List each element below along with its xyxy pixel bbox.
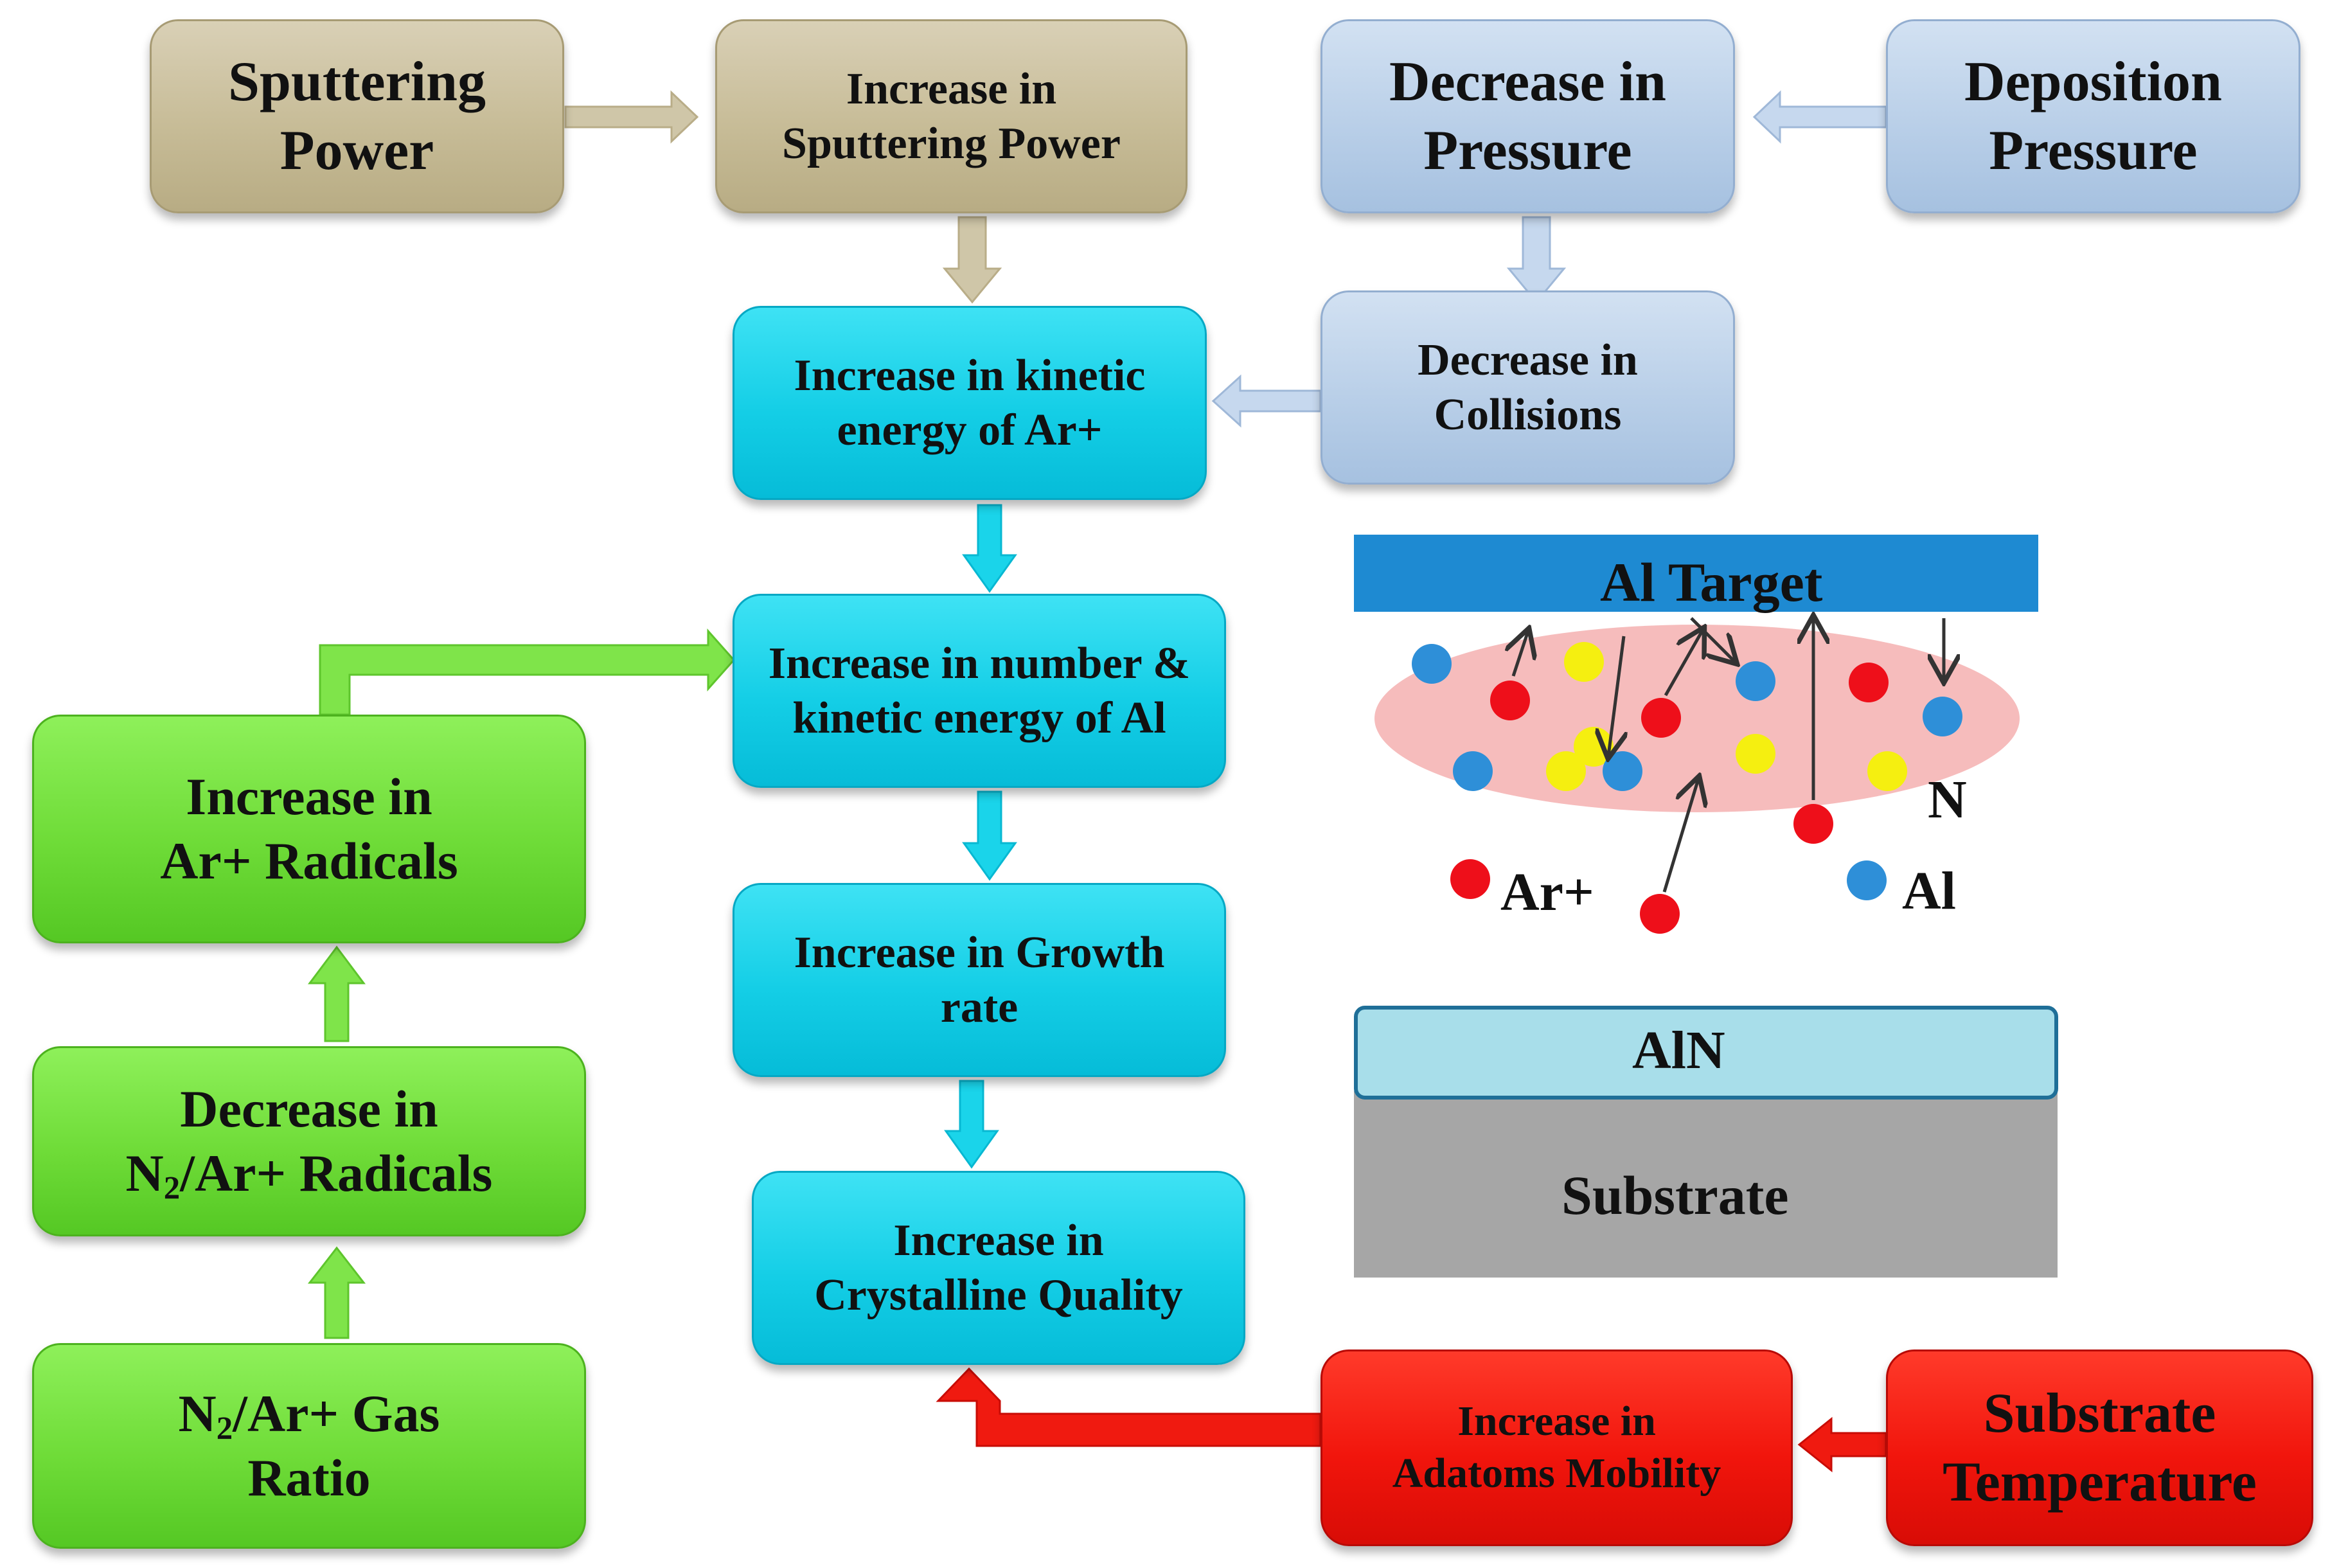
legend-ar-label: Ar+ bbox=[1500, 862, 1594, 922]
deposition-pressure-box: Deposition Pressure bbox=[1886, 19, 2300, 213]
decrease-n2-ar-rest: /Ar+ Radicals bbox=[180, 1144, 493, 1202]
decrease-collisions-line2: Collisions bbox=[1434, 390, 1622, 440]
legend-al-label: Al bbox=[1902, 861, 1956, 921]
trajectory-arrow bbox=[1690, 617, 1735, 662]
n-particle bbox=[1564, 642, 1604, 682]
n-particle bbox=[1867, 751, 1907, 791]
decrease-n2-ar-sub: 2 bbox=[163, 1170, 181, 1206]
substrate-label: Substrate bbox=[1561, 1164, 1789, 1226]
increase-growth-rate-line2: rate bbox=[940, 983, 1018, 1032]
arrow-deposition-to-pressure bbox=[1752, 90, 1887, 144]
arrow-sputtering-to-increase bbox=[564, 90, 699, 144]
ar-particle bbox=[1849, 663, 1889, 702]
n2-ar-gas-ratio-box: N2/Ar+ Gas Ratio bbox=[32, 1343, 586, 1549]
increase-growth-rate-line1: Increase in Growth bbox=[794, 927, 1165, 977]
n2-ar-gas-ratio-sub: 2 bbox=[216, 1410, 233, 1447]
n-label: N bbox=[1928, 770, 1967, 830]
decrease-pressure-line1: Decrease in bbox=[1389, 50, 1666, 113]
aln-label: AlN bbox=[1632, 1020, 1725, 1080]
decrease-collisions-box: Decrease in Collisions bbox=[1321, 290, 1735, 485]
arrow-number-to-growth bbox=[962, 790, 1017, 881]
arrow-adatoms-to-crystalline bbox=[936, 1367, 1322, 1447]
decrease-n2-ar-line2: N2/Ar+ Radicals bbox=[126, 1141, 493, 1206]
n2-ar-gas-ratio-n: N bbox=[178, 1384, 217, 1443]
increase-ar-radicals-line1: Increase in bbox=[186, 767, 432, 826]
ar-particle bbox=[1793, 804, 1833, 844]
decrease-pressure-box: Decrease in Pressure bbox=[1321, 19, 1735, 213]
n2-ar-gas-ratio-line2: Ratio bbox=[247, 1448, 371, 1507]
increase-number-al-box: Increase in number & kinetic energy of A… bbox=[733, 594, 1226, 788]
substrate-temperature-box: Substrate Temperature bbox=[1886, 1350, 2313, 1546]
trajectory-arrow bbox=[1662, 779, 1698, 893]
arrow-temperature-to-adatoms bbox=[1797, 1416, 1887, 1473]
decrease-pressure-line2: Pressure bbox=[1423, 120, 1632, 182]
increase-crystalline-line2: Crystalline Quality bbox=[814, 1270, 1183, 1320]
trajectory-arrow bbox=[1513, 631, 1528, 677]
ar-particle bbox=[1641, 698, 1681, 738]
trajectory-arrow bbox=[1608, 636, 1624, 756]
decrease-n2-ar-line1: Decrease in bbox=[180, 1079, 438, 1138]
decrease-collisions-line1: Decrease in bbox=[1418, 335, 1638, 385]
deposition-pressure-line2: Pressure bbox=[1989, 120, 2198, 182]
arrow-radicals-to-number bbox=[319, 628, 736, 716]
increase-kinetic-ar-line1: Increase in kinetic bbox=[794, 350, 1146, 400]
n-particle bbox=[1546, 751, 1586, 791]
legend-ar-dot bbox=[1450, 859, 1490, 899]
substrate-temperature-line2: Temperature bbox=[1943, 1451, 2257, 1513]
arrow-kinetic-to-number bbox=[962, 504, 1017, 593]
increase-growth-rate-box: Increase in Growth rate bbox=[733, 883, 1226, 1077]
increase-adatoms-box: Increase in Adatoms Mobility bbox=[1321, 1350, 1793, 1546]
al-particle bbox=[1603, 751, 1642, 791]
increase-crystalline-line1: Increase in bbox=[893, 1215, 1104, 1265]
al-particle bbox=[1736, 661, 1775, 701]
substrate-block bbox=[1354, 1091, 2058, 1278]
increase-sputtering-power-line2: Sputtering Power bbox=[782, 119, 1121, 168]
arrow-n2ar-to-radicals bbox=[308, 945, 366, 1042]
increase-kinetic-ar-box: Increase in kinetic energy of Ar+ bbox=[733, 306, 1207, 500]
increase-adatoms-line1: Increase in bbox=[1457, 1398, 1656, 1445]
al-particle bbox=[1453, 751, 1493, 791]
arrow-pressure-down bbox=[1506, 216, 1567, 304]
ar-particle bbox=[1490, 681, 1530, 720]
increase-crystalline-box: Increase in Crystalline Quality bbox=[752, 1171, 1245, 1365]
substrate-temperature-line1: Substrate bbox=[1983, 1382, 2216, 1445]
aln-layer bbox=[1354, 1006, 2058, 1100]
n-particle bbox=[1736, 734, 1775, 774]
increase-sputtering-power-box: Increase in Sputtering Power bbox=[715, 19, 1187, 213]
ar-particle bbox=[1640, 894, 1680, 934]
increase-number-al-line1: Increase in number & bbox=[768, 638, 1191, 688]
sputtering-power-line2: Power bbox=[280, 120, 434, 182]
al-particle bbox=[1923, 697, 1962, 736]
decrease-n2-ar-box: Decrease in N2/Ar+ Radicals bbox=[32, 1046, 586, 1236]
arrow-sputtering-down bbox=[942, 216, 1002, 304]
increase-adatoms-line2: Adatoms Mobility bbox=[1392, 1450, 1721, 1497]
sputtering-power-box: Sputtering Power bbox=[150, 19, 564, 213]
decrease-n2-ar-n: N bbox=[125, 1144, 164, 1202]
arrow-collisions-to-kinetic bbox=[1211, 374, 1322, 428]
legend-al-dot bbox=[1847, 860, 1887, 900]
increase-number-al-line2: kinetic energy of Al bbox=[792, 693, 1166, 743]
al-target-plate bbox=[1354, 535, 2038, 612]
increase-kinetic-ar-line2: energy of Ar+ bbox=[837, 405, 1103, 455]
al-target-label: Al Target bbox=[1600, 551, 1823, 613]
arrow-gasratio-to-n2ar bbox=[307, 1246, 366, 1339]
deposition-pressure-line1: Deposition bbox=[1964, 50, 2222, 113]
n2-ar-gas-ratio-rest: /Ar+ Gas bbox=[233, 1384, 440, 1443]
increase-ar-radicals-box: Increase in Ar+ Radicals bbox=[32, 715, 586, 943]
sputtering-power-line1: Sputtering bbox=[228, 50, 486, 113]
n2-ar-gas-ratio-line1: N2/Ar+ Gas bbox=[179, 1382, 440, 1446]
increase-sputtering-power-line1: Increase in bbox=[846, 64, 1057, 114]
arrow-growth-to-crystalline bbox=[944, 1080, 999, 1169]
al-particle bbox=[1412, 644, 1452, 684]
increase-ar-radicals-line2: Ar+ Radicals bbox=[160, 832, 458, 890]
trajectory-arrow bbox=[1664, 630, 1703, 697]
